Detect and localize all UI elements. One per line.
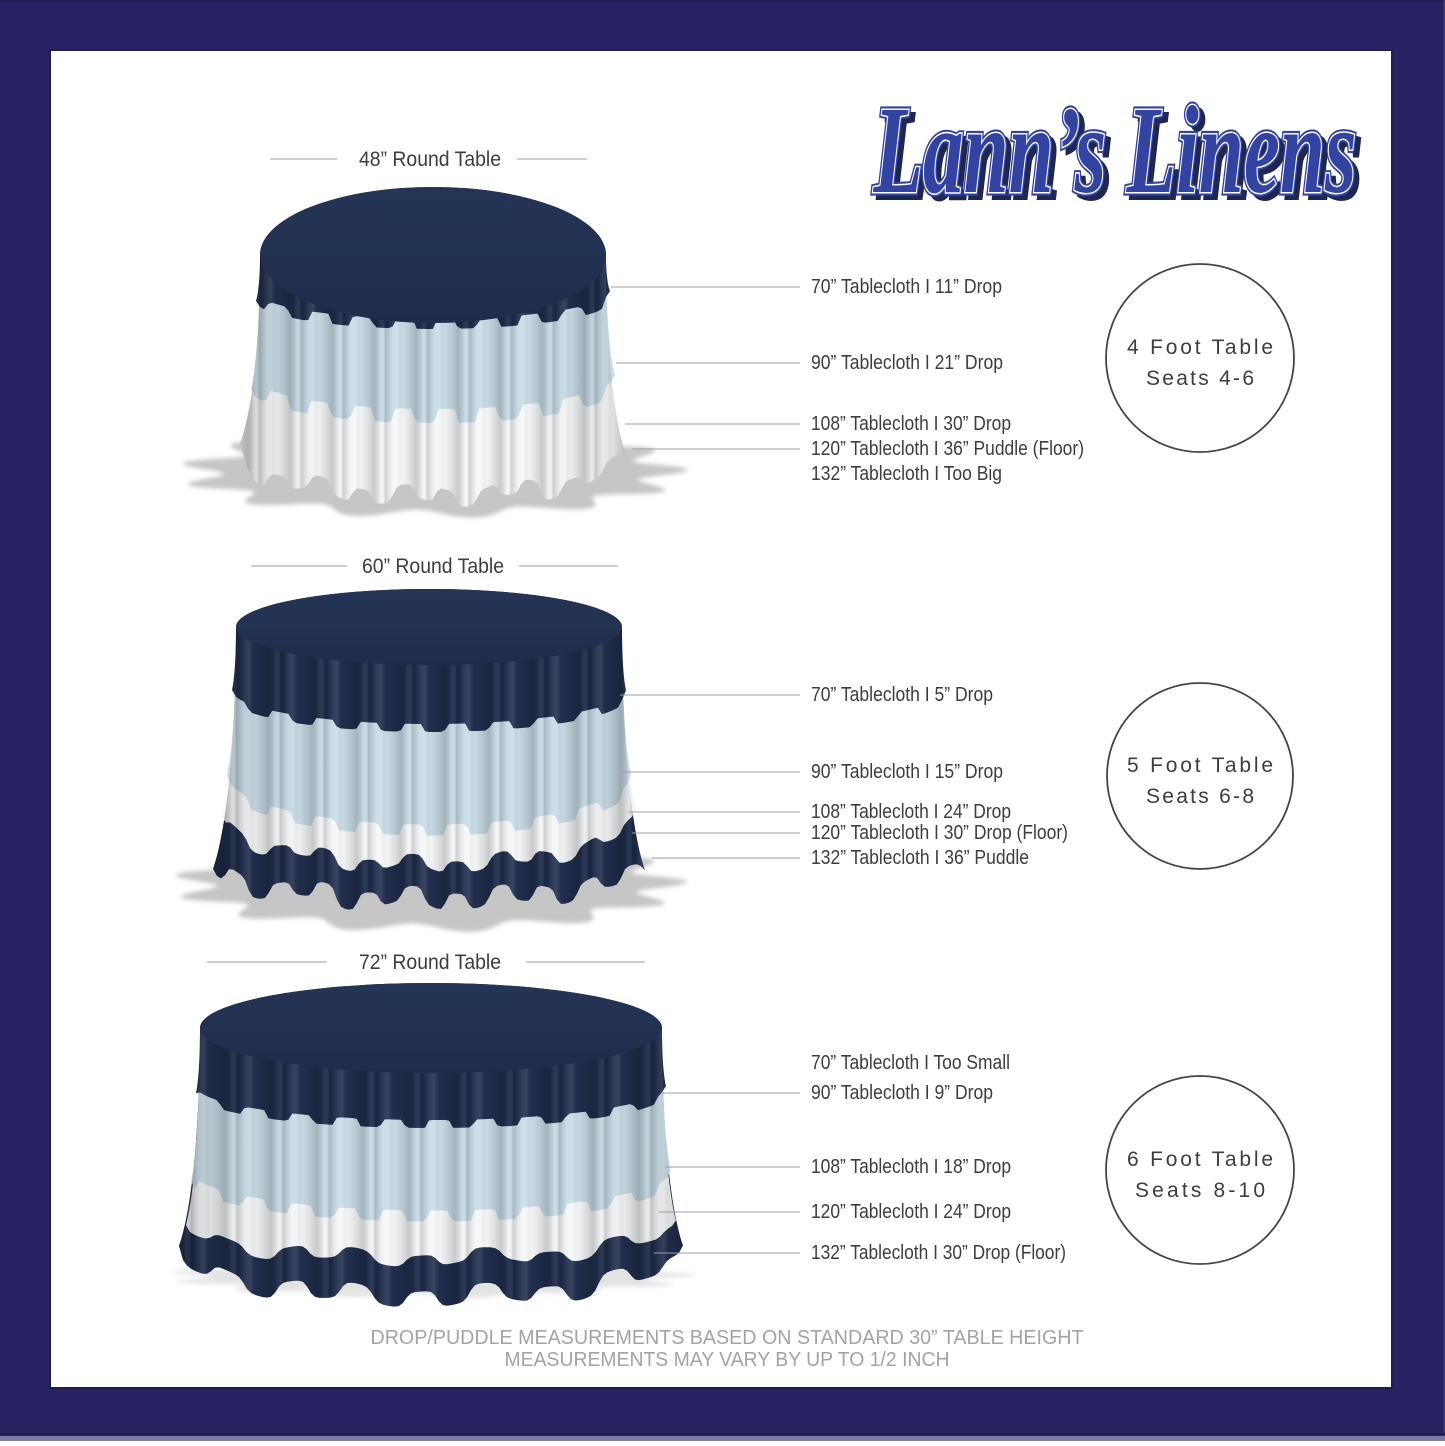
- svg-text:Lann’s Linens: Lann’s Linens: [873, 81, 1357, 220]
- svg-text:90” Tablecloth I 21” Drop: 90” Tablecloth I 21” Drop: [811, 352, 1003, 374]
- svg-text:132” Tablecloth I 36” Pudd: 132” Tablecloth I 36” Puddle: [811, 847, 1029, 869]
- svg-text:Lann’s Linens: Lann’s Linens: [873, 81, 1357, 220]
- svg-text:90” Tablecloth I 9” Drop: 90” Tablecloth I 9” Drop: [811, 1082, 993, 1104]
- svg-text:70” Tablecloth I Too Small: 70” Tablecloth I Too Small: [811, 1052, 1010, 1074]
- svg-text:Seats 8-10: Seats 8-10: [1135, 1179, 1265, 1202]
- svg-text:120” Tablecloth I 36” Pudd: 120” Tablecloth I 36” Puddle (Floor): [811, 438, 1084, 460]
- svg-text:70” Tablecloth I 11” Drop: 70” Tablecloth I 11” Drop: [811, 276, 1002, 298]
- svg-text:108” Tablecloth I 30” Drop: 108” Tablecloth I 30” Drop: [811, 413, 1011, 435]
- svg-text:DROP/PUDDLE MEASUREMENTS BASED: DROP/PUDDLE MEASUREMENTS BASED ON STANDA…: [371, 1327, 1084, 1349]
- svg-text:MEASUREMENTS MAY VARY BY UP TO: MEASUREMENTS MAY VARY BY UP TO 1/2 INCH: [505, 1349, 950, 1371]
- svg-text:60” Round Table: 60” Round Table: [362, 555, 504, 578]
- svg-text:70” Tablecloth I 5” Drop: 70” Tablecloth I 5” Drop: [811, 684, 993, 706]
- svg-text:72” Round Table: 72” Round Table: [359, 951, 501, 974]
- svg-text:132” Tablecloth I Too Big: 132” Tablecloth I Too Big: [811, 463, 1002, 485]
- svg-text:48” Round Table: 48” Round Table: [359, 148, 501, 171]
- svg-text:108” Tablecloth I 24” Drop: 108” Tablecloth I 24” Drop: [811, 801, 1011, 823]
- svg-text:Seats 4-6: Seats 4-6: [1146, 367, 1254, 390]
- svg-text:Seats 6-8: Seats 6-8: [1146, 785, 1254, 808]
- svg-text:120” Tablecloth I 24” Drop: 120” Tablecloth I 24” Drop: [811, 1201, 1011, 1223]
- svg-text:108” Tablecloth I 18” Drop: 108” Tablecloth I 18” Drop: [811, 1156, 1011, 1178]
- svg-text:132” Tablecloth I 30” Drop: 132” Tablecloth I 30” Drop (Floor): [811, 1242, 1066, 1264]
- svg-text:Lann’s Linens: Lann’s Linens: [878, 86, 1362, 225]
- svg-text:120” Tablecloth I 30” Drop: 120” Tablecloth I 30” Drop (Floor): [811, 822, 1068, 844]
- svg-text:90” Tablecloth I 15” Drop: 90” Tablecloth I 15” Drop: [811, 761, 1003, 783]
